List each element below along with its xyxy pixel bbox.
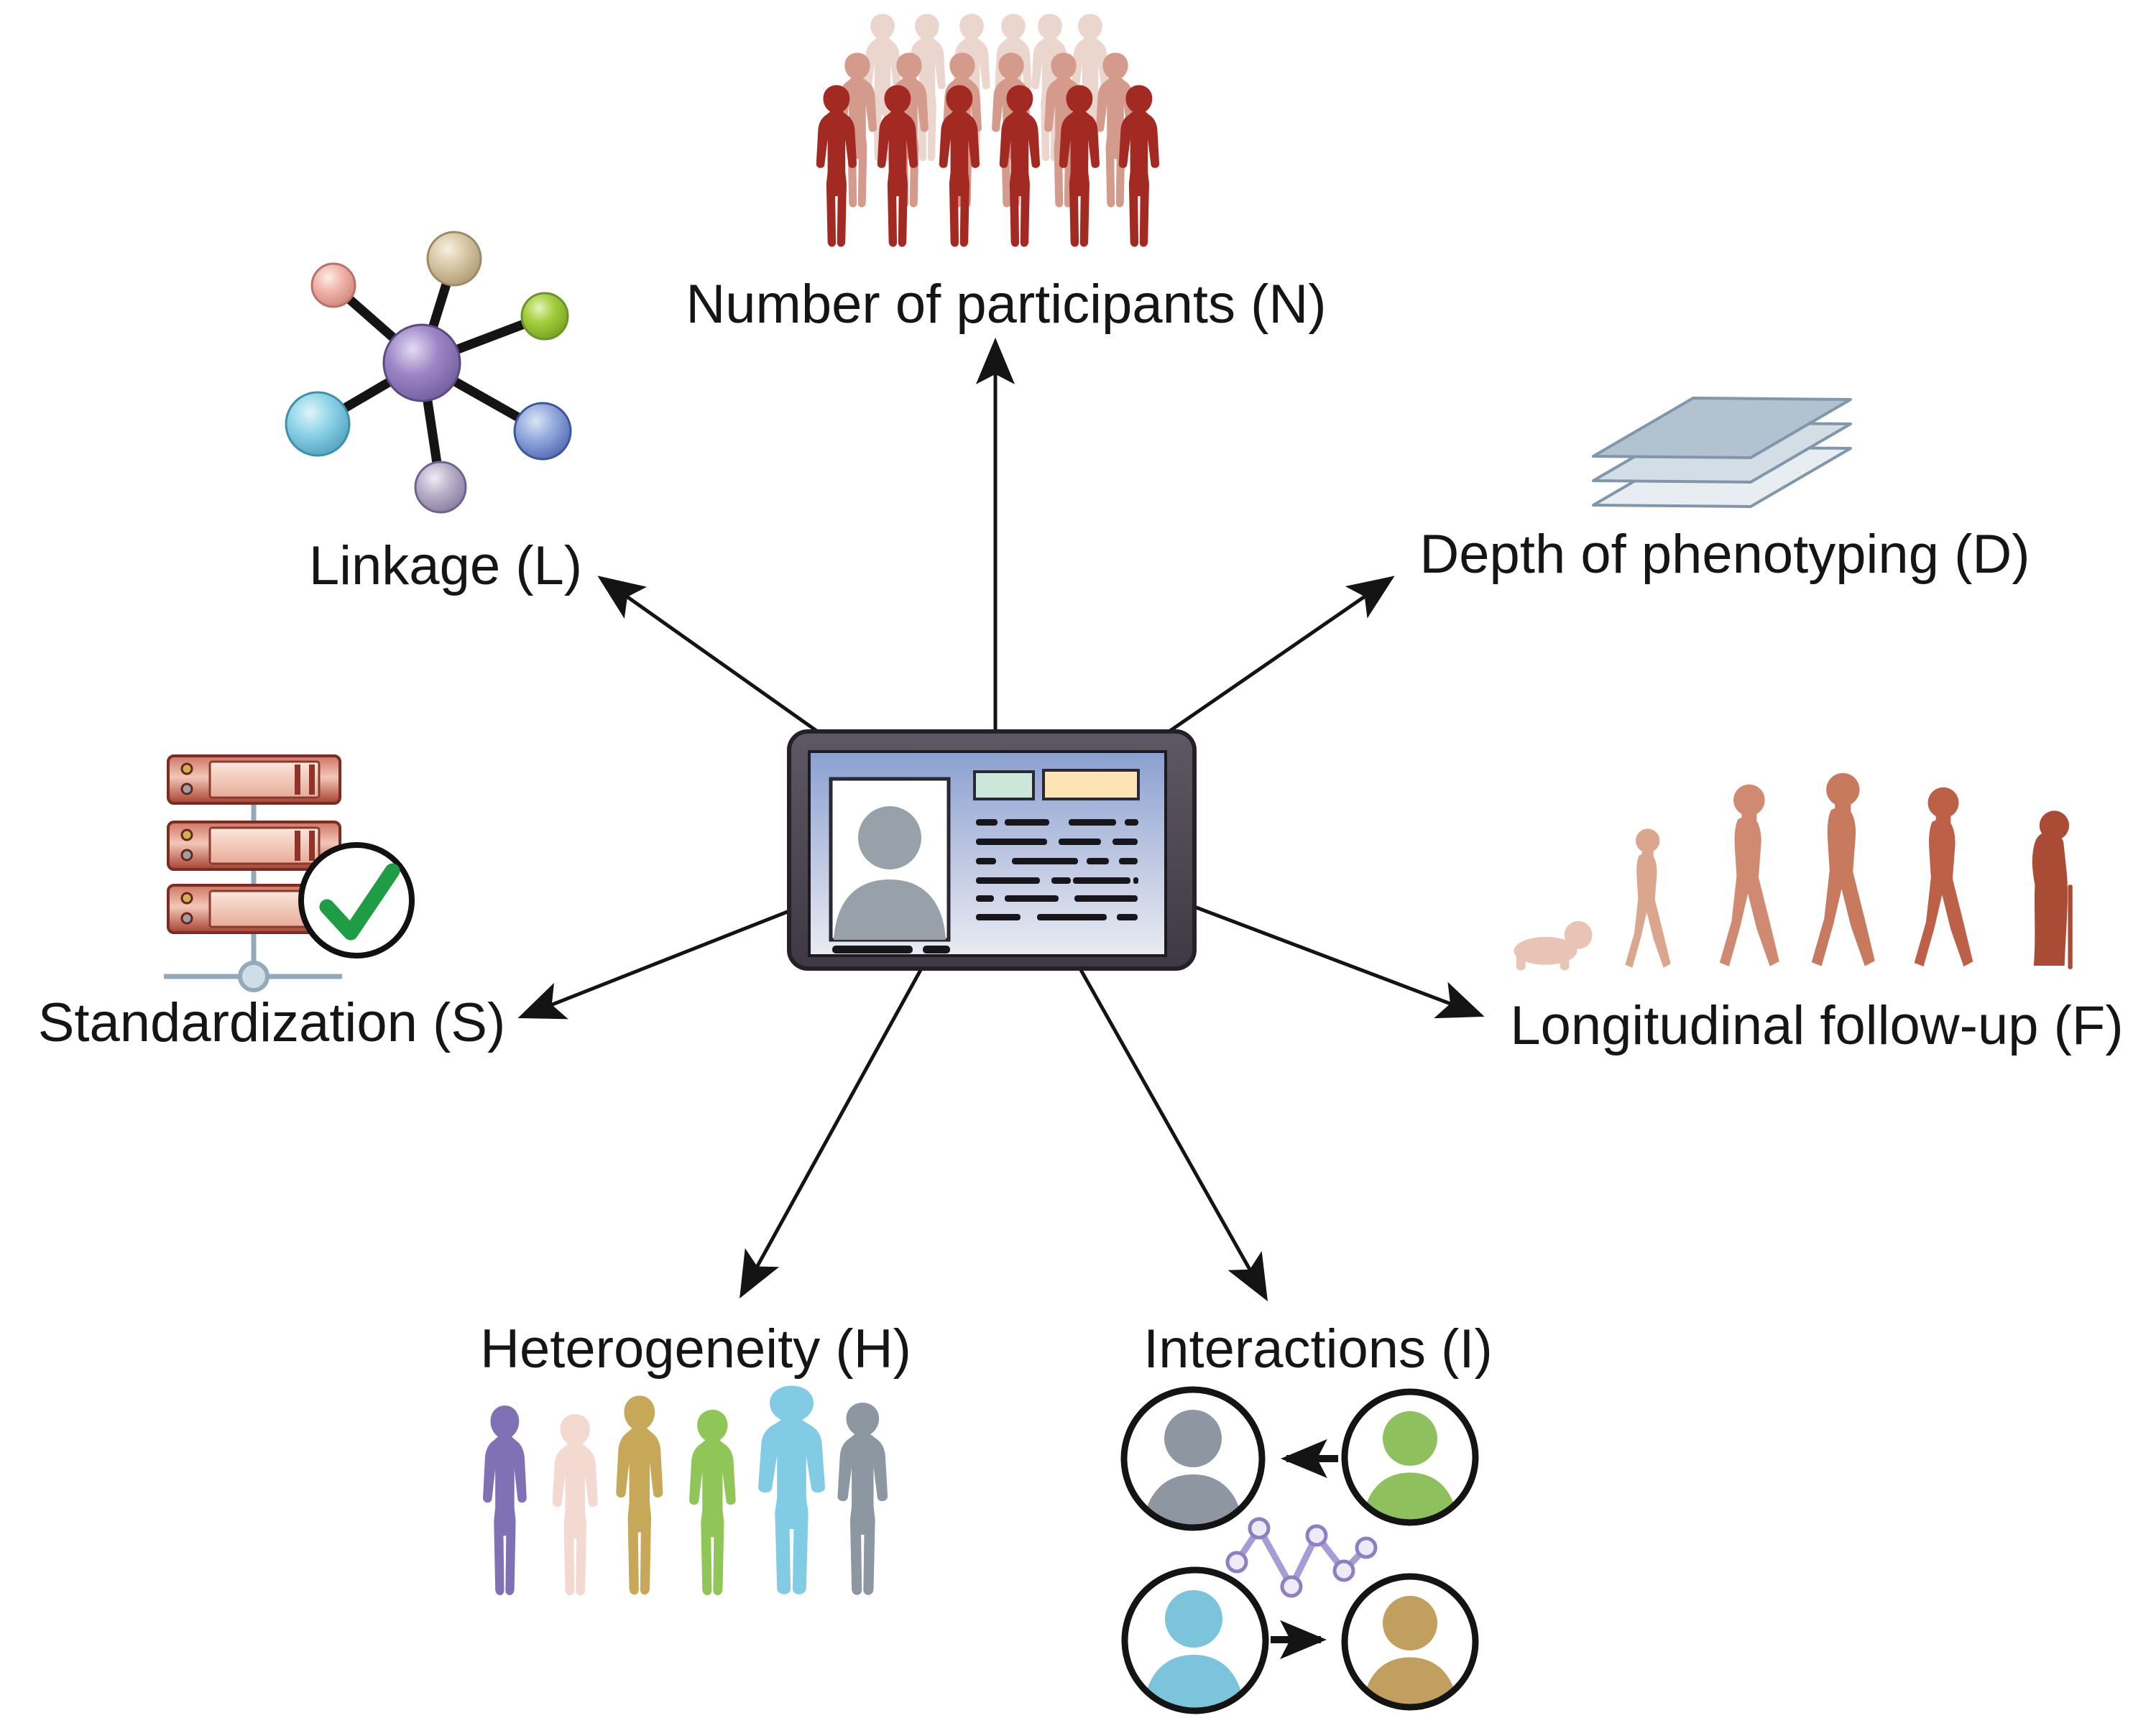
crowd-icon [816,14,1160,247]
avatar-green [1341,1388,1479,1526]
arrow-to-interactions [1079,969,1268,1302]
label-interactions: Interactions (I) [1143,1318,1493,1380]
record-text-lines [976,819,1138,920]
adult-woman-silhouette [1811,772,1875,966]
arrow-to-linkage [597,576,825,738]
node-lavender [414,461,467,514]
person-blue [758,1385,825,1594]
avatar-blue [1121,1566,1269,1714]
node-cyan [285,391,351,457]
label-number-of-participants: Number of participants (N) [686,274,1327,336]
zigzag-graph-icon [1225,1517,1378,1598]
record-chip-mint [973,770,1035,800]
label-heterogeneity: Heterogeneity (H) [480,1318,911,1380]
arrow-to-depth [1161,576,1395,738]
label-standardization: Standardization (S) [37,992,506,1054]
child-silhouette [1625,828,1671,968]
tablet-record-icon [787,729,1197,971]
person-pink [552,1413,598,1596]
person-green [689,1410,736,1596]
adult-man-silhouette [1719,784,1779,966]
radial-arrows [517,337,1485,1302]
label-linkage: Linkage (L) [308,535,583,597]
node-blue [513,402,572,461]
arrow-to-longitudinal [1194,905,1485,1019]
network-hub-icon [285,231,572,514]
interaction-circles-icon [1120,1386,1479,1714]
label-depth-of-phenotyping: Depth of phenotyping (D) [1419,524,2030,586]
network-node-dot [238,961,270,992]
aging-silhouettes-icon [1514,772,2073,971]
person-tan [616,1395,663,1595]
stacked-layers-icon [1592,397,1852,508]
patient-silhouette [834,806,946,940]
layer-top [1592,397,1852,459]
photo-caption-bar [923,946,950,953]
arrow-to-heterogeneity [740,969,923,1299]
baby-silhouette [1514,920,1593,971]
server-stack-icon [164,754,415,992]
record-chip-peach [1042,769,1140,800]
node-hub-purple [382,323,461,402]
photo-caption-bar [832,946,913,953]
node-pink [310,262,356,308]
server-unit [167,754,341,805]
node-green [520,292,569,341]
label-longitudinal-follow-up: Longitudinal follow-up (F) [1510,995,2124,1057]
elderly-silhouette [2032,810,2073,969]
older-man-silhouette [1914,787,1973,967]
person-purple [483,1405,527,1596]
avatar-gray [1120,1386,1266,1531]
avatar-tan [1341,1573,1479,1711]
arrow-to-standardization [517,909,790,1020]
checkmark-icon [298,842,415,959]
diverse-people-icon [483,1385,888,1596]
person-gray [837,1403,888,1595]
node-tan [426,231,482,287]
